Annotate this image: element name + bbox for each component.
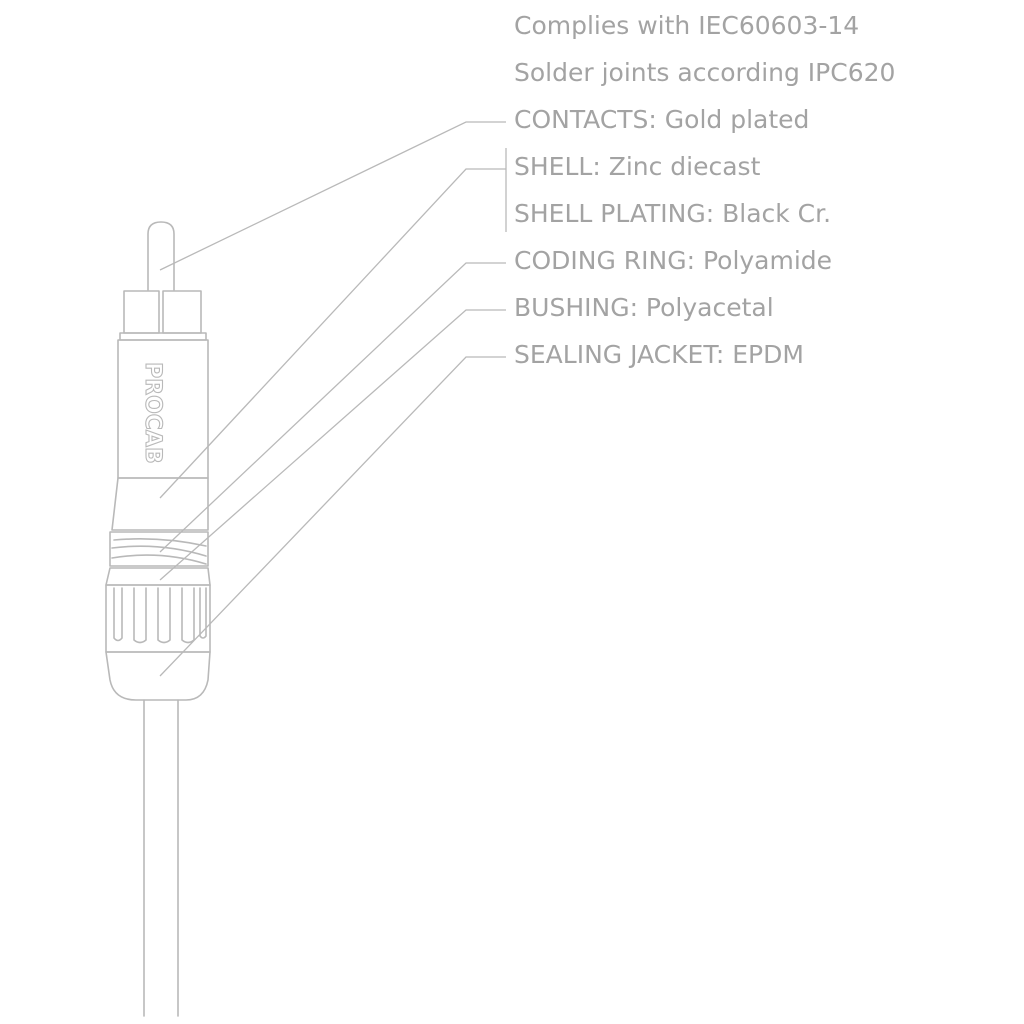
spec-sealing-jacket: SEALING JACKET: EPDM [514,340,804,369]
spec-solder: Solder joints according IPC620 [514,58,896,87]
spec-contacts: CONTACTS: Gold plated [514,105,810,134]
leader-bushing [159,309,506,581]
center-pin [147,221,175,291]
leader-lines [159,121,507,677]
leader-sealing-jacket [159,356,506,677]
leader-shell [159,168,506,499]
spec-shell-plating: SHELL PLATING: Black Cr. [514,199,832,228]
cable [143,699,179,1017]
sealing-jacket [105,651,211,701]
bushing [105,567,211,653]
leader-coding-ring [159,262,506,553]
procab-logo: PROCAB [139,361,165,464]
logo-text: PROCAB [140,362,165,464]
contact-blocks [119,290,207,341]
leader-contacts [159,121,506,271]
spec-shell: SHELL: Zinc diecast [514,152,761,181]
spec-coding-ring: CODING RING: Polyamide [514,246,833,275]
coding-ring [109,531,209,567]
spec-bushing: BUSHING: Polyacetal [514,293,774,322]
spec-standard: Complies with IEC60603-14 [514,11,860,40]
